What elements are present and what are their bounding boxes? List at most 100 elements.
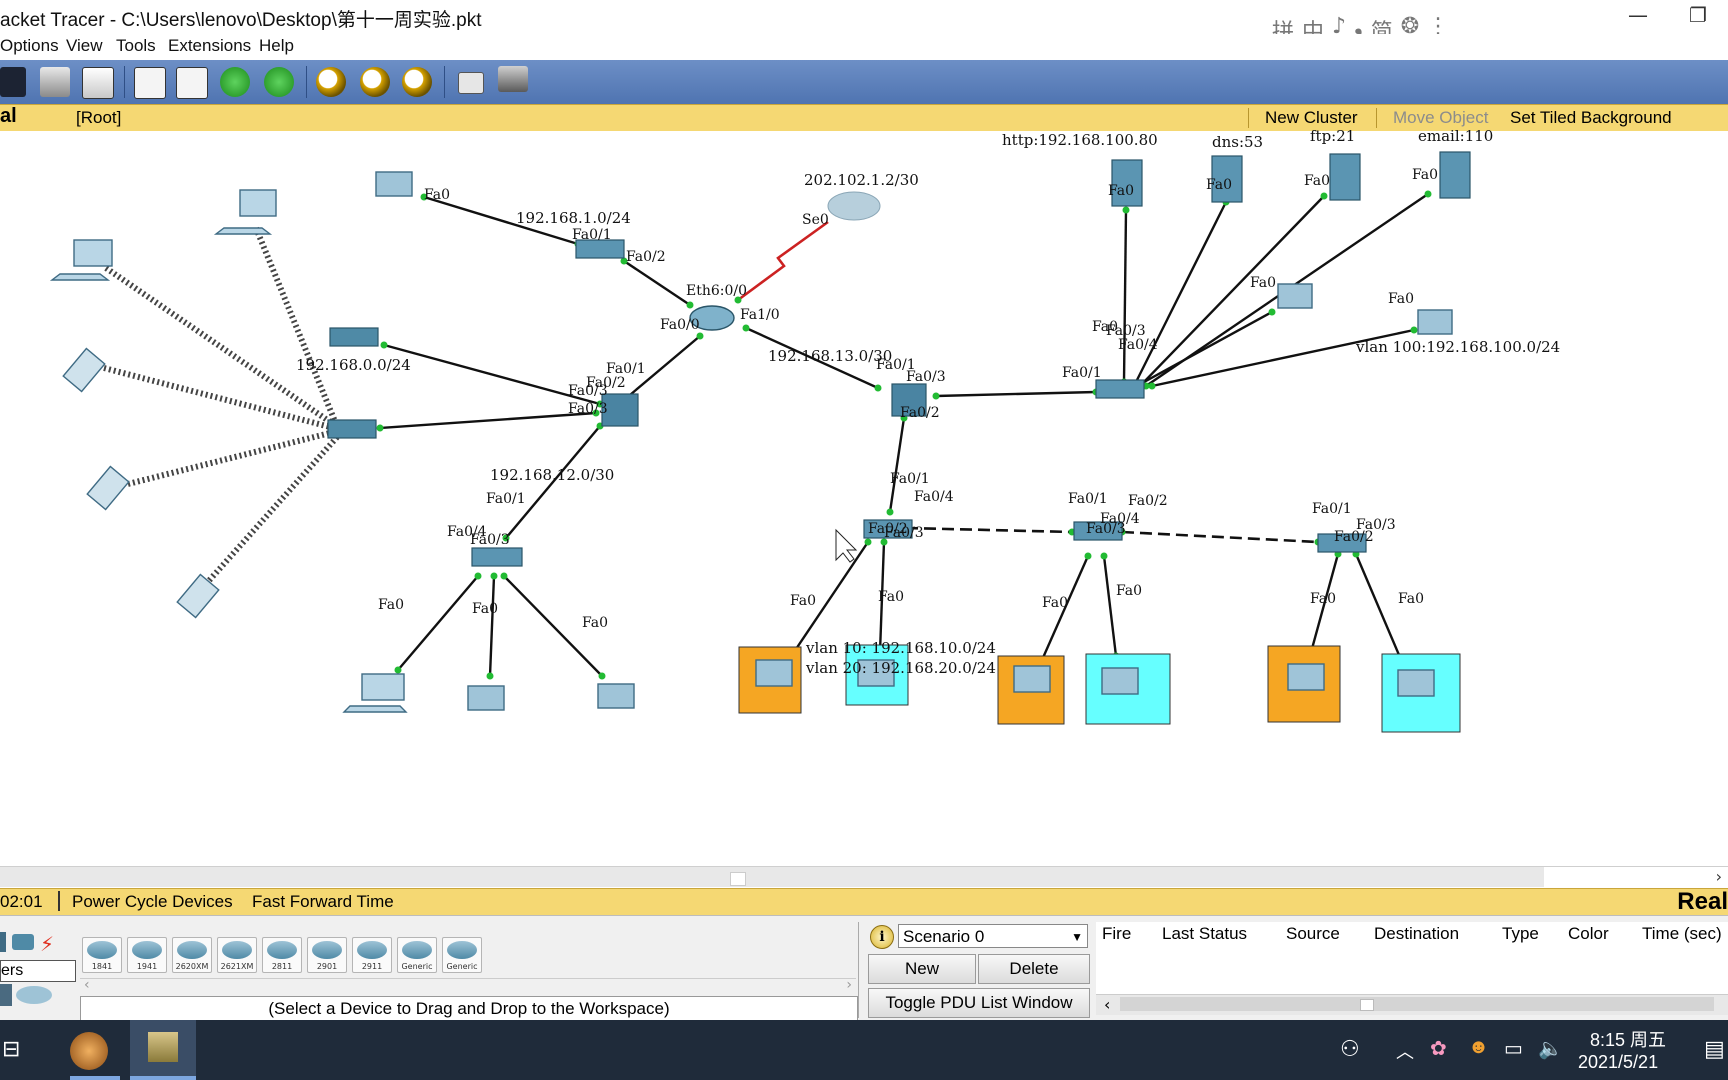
menu-help[interactable]: Help xyxy=(259,36,294,55)
ime-punct-icon[interactable]: ❟ xyxy=(1354,14,1363,39)
pc-icon[interactable] xyxy=(375,171,413,197)
device-model-2620xm[interactable]: 2620XM xyxy=(172,937,212,973)
menu-view[interactable]: View xyxy=(66,36,103,55)
pc-icon[interactable] xyxy=(467,685,505,711)
pdu-list-body[interactable] xyxy=(1096,946,1728,994)
pc-icon[interactable] xyxy=(755,659,793,687)
paste-icon[interactable] xyxy=(176,67,208,99)
device-list-scrollbar[interactable]: ‹ › xyxy=(80,977,856,995)
activity-wizard-icon[interactable] xyxy=(82,67,114,99)
scroll-thumb[interactable] xyxy=(1360,999,1374,1011)
pdu-hscrollbar[interactable]: ‹ xyxy=(1096,994,1728,1015)
info-icon[interactable]: i xyxy=(870,925,894,949)
fast-forward-time-button[interactable]: Fast Forward Time xyxy=(252,892,394,911)
move-object-button[interactable]: Move Object xyxy=(1376,108,1488,128)
access-point-icon[interactable] xyxy=(327,419,377,439)
tray-app-icon[interactable]: ☻ xyxy=(1468,1036,1490,1058)
root-breadcrumb[interactable]: [Root] xyxy=(76,108,122,127)
wireless-category-icon[interactable] xyxy=(12,934,34,950)
multilayer-switch-icon[interactable] xyxy=(891,383,927,417)
toggle-pdu-list-button[interactable]: Toggle PDU List Window xyxy=(868,988,1090,1018)
pc-icon[interactable] xyxy=(1277,283,1313,309)
scroll-right-icon[interactable]: › xyxy=(1715,867,1722,886)
undo-icon[interactable] xyxy=(220,67,250,97)
switch-icon[interactable] xyxy=(1073,521,1123,541)
col-last-status[interactable]: Last Status xyxy=(1162,924,1248,943)
device-model-1841[interactable]: 1841 xyxy=(82,937,122,973)
tablet-icon[interactable] xyxy=(62,347,106,393)
dns-server-icon[interactable] xyxy=(1211,155,1243,203)
minimize-button[interactable]: — xyxy=(1628,3,1648,27)
menu-options[interactable]: Options xyxy=(0,36,59,55)
clock-time[interactable]: 8:15 周五 xyxy=(1590,1030,1667,1050)
zoom-in-icon[interactable] xyxy=(316,67,346,97)
pc-icon[interactable] xyxy=(1417,309,1453,335)
volume-icon[interactable]: 🔈 xyxy=(1538,1038,1563,1060)
scroll-left-icon[interactable]: ‹ xyxy=(1104,995,1111,1014)
laptop-icon[interactable] xyxy=(239,189,277,217)
logical-workspace[interactable]: 192.168.1.0/24 202.102.1.2/30 192.168.0.… xyxy=(0,127,1728,866)
internet-cloud-icon[interactable] xyxy=(827,191,881,221)
pc-icon[interactable] xyxy=(1397,669,1435,697)
device-model-generic[interactable]: Generic xyxy=(397,937,437,973)
pc-icon[interactable] xyxy=(1013,665,1051,693)
col-destination[interactable]: Destination xyxy=(1374,924,1460,943)
ime-moon-icon[interactable]: ♪ xyxy=(1332,14,1347,39)
device-model-2901[interactable]: 2901 xyxy=(307,937,347,973)
zoom-reset-icon[interactable] xyxy=(360,67,390,97)
tablet-icon[interactable] xyxy=(176,573,220,619)
router-category-icon[interactable] xyxy=(0,932,6,952)
zoom-out-icon[interactable] xyxy=(402,67,432,97)
switch-icon[interactable] xyxy=(1317,533,1367,553)
col-fire[interactable]: Fire xyxy=(1102,924,1132,943)
ime-settings-icon[interactable]: ❂ xyxy=(1400,14,1420,39)
laptop-icon[interactable] xyxy=(73,239,113,267)
device-model-1941[interactable]: 1941 xyxy=(127,937,167,973)
delete-scenario-button[interactable]: Delete xyxy=(978,954,1090,984)
notification-icon[interactable]: ▤ xyxy=(1704,1036,1725,1061)
palette-icon[interactable] xyxy=(458,72,484,94)
pc-icon[interactable] xyxy=(857,659,895,687)
device-model-2621xm[interactable]: 2621XM xyxy=(217,937,257,973)
end-device-category-icon[interactable] xyxy=(0,984,12,1006)
connections-category-icon[interactable]: ⚡ xyxy=(40,932,55,956)
scroll-left-icon[interactable]: ‹ xyxy=(84,977,90,993)
col-color[interactable]: Color xyxy=(1568,924,1609,943)
pc-icon[interactable] xyxy=(1287,663,1325,691)
scenario-select[interactable]: Scenario 0 ▼ xyxy=(898,924,1088,948)
redo-icon[interactable] xyxy=(264,67,294,97)
workspace-hscrollbar[interactable]: › xyxy=(0,866,1728,887)
copy-icon[interactable] xyxy=(134,67,166,99)
device-model-2911[interactable]: 2911 xyxy=(352,937,392,973)
menu-tools[interactable]: Tools xyxy=(116,36,156,55)
app-packet-tracer-tab[interactable] xyxy=(130,1020,196,1080)
cloud-category-icon[interactable] xyxy=(16,986,52,1004)
device-model-2811[interactable]: 2811 xyxy=(262,937,302,973)
print-icon[interactable] xyxy=(40,67,70,97)
col-source[interactable]: Source xyxy=(1286,924,1340,943)
chevron-down-icon[interactable]: ▼ xyxy=(1071,930,1083,944)
switch-icon[interactable] xyxy=(575,239,625,259)
save-icon[interactable] xyxy=(0,67,26,97)
ftp-server-icon[interactable] xyxy=(1329,153,1361,201)
new-scenario-button[interactable]: New xyxy=(868,954,976,984)
router-icon[interactable] xyxy=(689,305,735,331)
ime-more-icon[interactable]: ⋮ xyxy=(1427,14,1450,39)
chevron-up-icon[interactable]: ︿ xyxy=(1396,1042,1414,1062)
switch-icon[interactable] xyxy=(863,519,913,539)
device-model-generic-2[interactable]: Generic xyxy=(442,937,482,973)
app-icon-browser[interactable] xyxy=(70,1032,108,1070)
access-point-icon[interactable] xyxy=(329,327,379,347)
switch-icon[interactable] xyxy=(1095,379,1145,399)
logical-mode-label[interactable]: al xyxy=(0,105,17,127)
realtime-mode-label[interactable]: Real xyxy=(1677,888,1728,915)
new-cluster-button[interactable]: New Cluster xyxy=(1248,108,1358,128)
multilayer-switch-icon[interactable] xyxy=(601,393,639,427)
switch-icon[interactable] xyxy=(471,547,523,567)
pc-icon[interactable] xyxy=(1101,667,1139,695)
maximize-button[interactable]: ❐ xyxy=(1689,3,1707,27)
flower-icon[interactable]: ✿ xyxy=(1430,1038,1447,1060)
http-server-icon[interactable] xyxy=(1111,159,1143,207)
col-time[interactable]: Time (sec) xyxy=(1642,924,1722,943)
scroll-right-icon[interactable]: › xyxy=(846,977,852,993)
